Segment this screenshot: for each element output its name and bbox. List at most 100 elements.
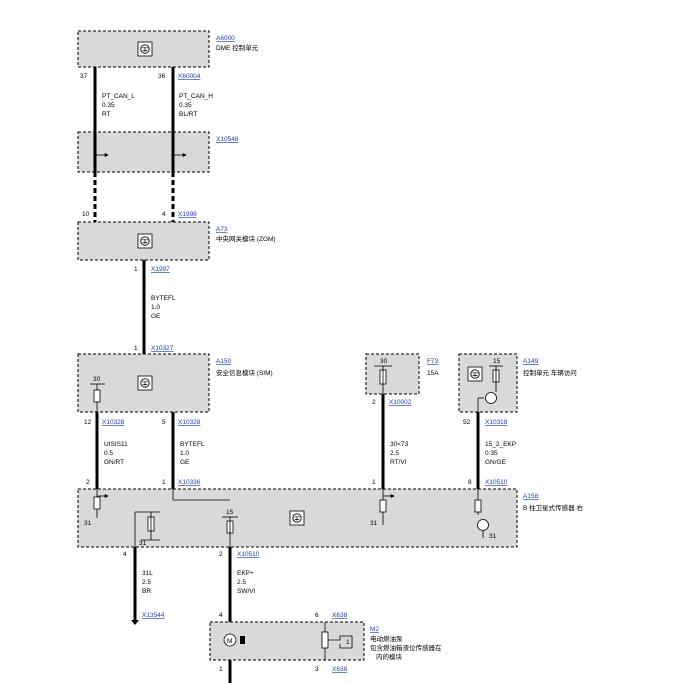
m2-wiper <box>328 635 353 649</box>
w30-size: 2.5 <box>390 450 399 457</box>
f73-terminal-30: 30 <box>380 358 388 365</box>
connector-x638-b[interactable]: X638 <box>332 666 348 673</box>
pin-52: 52 <box>463 419 471 426</box>
a158-id[interactable]: A158 <box>523 493 539 500</box>
pt-can-l-color: RT <box>102 111 111 118</box>
pin-37: 37 <box>80 73 88 80</box>
a6000-name: DME 控制单元 <box>216 43 259 52</box>
ekp-size: 2.5 <box>237 579 246 586</box>
a158-terminal-31-b: 31 <box>139 540 147 547</box>
f73-rating: 15A <box>427 370 439 377</box>
w15-signal: 15_2_EKP <box>485 441 516 448</box>
a158-res-15b <box>474 499 482 513</box>
w15-size: 0.35 <box>485 450 498 457</box>
byteflo-size: 1.0 <box>151 304 160 311</box>
w31-color: BR <box>142 588 151 595</box>
a150-id[interactable]: A150 <box>216 358 232 365</box>
connector-x10328-a[interactable]: X10328 <box>102 419 125 426</box>
m2-name-2: 包含燃油箱液位传感器在 <box>370 643 442 652</box>
pin-12: 12 <box>84 419 92 426</box>
a6000-id[interactable]: A6000 <box>216 35 235 42</box>
m2-name-3: 内的模块 <box>376 652 403 661</box>
connector-x10510-a[interactable]: X10510 <box>485 479 508 486</box>
m2-terminal-1: 1 <box>346 639 350 646</box>
byteflo-color: GE <box>151 313 161 320</box>
a149-terminal-15: 15 <box>493 358 501 365</box>
ekp-signal: EKP+ <box>237 570 254 577</box>
connector-x10510-b[interactable]: X10510 <box>237 551 260 558</box>
motor-side-mark <box>240 636 245 644</box>
ground-symbol <box>131 620 139 625</box>
motor-icon <box>223 633 237 647</box>
connector-x10327[interactable]: X10327 <box>151 345 174 352</box>
uisis11-color: GN/RT <box>104 459 124 466</box>
motor-letter: M <box>227 638 232 645</box>
a158-res-30 <box>379 499 387 513</box>
a150-ecu-icon <box>137 375 153 391</box>
pin-3: 3 <box>315 666 319 673</box>
a149-id[interactable]: A149 <box>523 358 539 365</box>
connector-x638-a[interactable]: X638 <box>332 612 348 619</box>
a150-name: 安全信息模块 (SIM) <box>216 368 273 377</box>
pin-1-a158-b: 1 <box>372 479 376 486</box>
x10548-id[interactable]: X10548 <box>216 136 239 143</box>
a158-res-left <box>93 496 101 510</box>
a73-ecu-icon <box>137 233 153 249</box>
byteflb-color: GE <box>180 459 190 466</box>
a149-ecu-icon <box>467 366 483 382</box>
pin-1-m2: 1 <box>219 666 223 673</box>
connector-x60004[interactable]: X60004 <box>178 73 201 80</box>
w30-signal: 30<73 <box>390 441 409 448</box>
a149-transistor <box>485 392 497 404</box>
pin-4-m2: 4 <box>219 612 223 619</box>
a73-name: 中央网关模块 (ZGM) <box>216 234 276 243</box>
w31-signal: 31L <box>142 570 153 577</box>
w15-color: GN/GE <box>485 459 507 466</box>
w31-size: 2.5 <box>142 579 151 586</box>
pt-can-h-color: BL/RT <box>179 111 197 118</box>
f73-id[interactable]: F73 <box>427 358 439 365</box>
a158-name: B 柱卫星式传感器 右 <box>523 503 583 512</box>
pt-can-l-signal: PT_CAN_L <box>102 93 135 100</box>
m2-potentiometer <box>321 631 329 649</box>
connector-x1998[interactable]: X1998 <box>178 211 197 218</box>
f73-fuse-block <box>365 353 420 395</box>
connector-x10328-b[interactable]: X10328 <box>178 419 201 426</box>
connector-x13544[interactable]: X13544 <box>142 612 165 619</box>
connector-x10318[interactable]: X10318 <box>485 419 508 426</box>
a73-id[interactable]: A73 <box>216 226 228 233</box>
byteflo-signal: BYTEFL <box>151 295 176 302</box>
x10548-connector-block <box>77 131 210 173</box>
byteflb-signal: BYTEFL <box>180 441 205 448</box>
pin-4-a158: 4 <box>123 551 127 558</box>
m2-id[interactable]: M2 <box>370 626 379 633</box>
a158-terminal-31-a: 31 <box>84 520 92 527</box>
a6000-ecu-icon <box>137 41 153 57</box>
w30-color: RT/VI <box>390 459 407 466</box>
connector-x10336[interactable]: X10336 <box>178 479 201 486</box>
pin-36: 36 <box>158 73 166 80</box>
a149-module <box>458 353 518 413</box>
uisis11-signal: UISIS11 <box>104 441 128 448</box>
pin-5: 5 <box>162 419 166 426</box>
a150-terminal-30: 30 <box>93 376 101 383</box>
pin-2-f73: 2 <box>372 399 376 406</box>
a158-ecu-icon <box>289 510 305 526</box>
a158-terminal-31-c: 31 <box>370 520 378 527</box>
pt-can-h-signal: PT_CAN_H <box>179 93 213 100</box>
connector-x10002[interactable]: X10002 <box>389 399 412 406</box>
ekp-color: SW/VI <box>237 588 256 595</box>
pt-can-h-size: 0.35 <box>179 102 192 109</box>
pin-1-a150: 1 <box>134 345 138 352</box>
pin-2-a158: 2 <box>86 479 90 486</box>
pin-4-a73: 4 <box>162 211 166 218</box>
byteflb-size: 1.0 <box>180 450 189 457</box>
pin-10: 10 <box>82 211 90 218</box>
m2-name-1: 电动燃油泵 <box>370 634 403 643</box>
pin-8: 8 <box>468 479 472 486</box>
pin-1-a73: 1 <box>134 266 138 273</box>
a158-transistor <box>477 519 489 531</box>
connector-x1997[interactable]: X1997 <box>151 266 170 273</box>
a150-resistor <box>93 389 101 403</box>
